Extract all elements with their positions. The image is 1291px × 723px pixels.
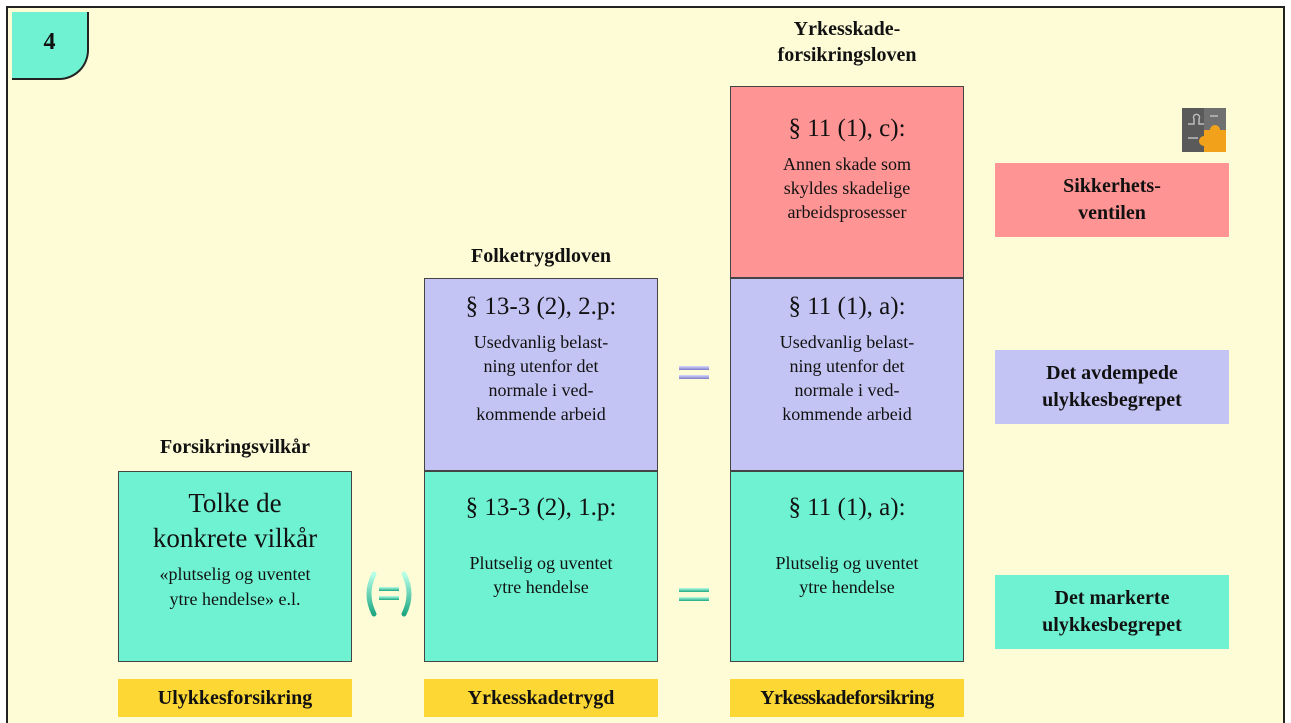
equals-icon: [679, 588, 709, 601]
box-yrkesskade-top: § 11 (1), c): Annen skade som skyldes sk…: [730, 86, 964, 278]
box-yrkesskade-middle: § 11 (1), a): Usedvanlig belast- ning ut…: [730, 278, 964, 471]
box-description: Plutselig og uventet ytre hendelse: [731, 552, 963, 600]
equals-icon: [679, 366, 709, 379]
heading-forsikringsvilkar: Forsikringsvilkår: [159, 436, 310, 458]
box-desc-line: «plutselig og uventet: [159, 564, 311, 585]
desc-line: ning utenfor det: [483, 355, 599, 376]
desc-line: ytre hendelse: [799, 576, 895, 597]
paragraph-ref: § 13-3 (2), 2.p:: [465, 293, 617, 320]
slide-number: 4: [43, 28, 56, 55]
box-title-line: Tolke de: [188, 488, 282, 518]
label-line: Sikkerhets-: [1063, 175, 1161, 198]
footer-label: Yrkesskadeforsikring: [760, 686, 934, 709]
box-description: Annen skade som skyldes skadelige arbeid…: [731, 153, 963, 225]
desc-line: kommende arbeid: [476, 403, 606, 424]
desc-line: Plutselig og uventet: [775, 553, 919, 573]
desc-line: normale i ved-: [488, 379, 594, 400]
desc-line: Annen skade som: [783, 154, 911, 174]
label-line: Det markerte: [1054, 587, 1170, 610]
footer-label: Ulykkesforsikring: [157, 686, 313, 709]
box-description: Usedvanlig belast- ning utenfor det norm…: [731, 331, 963, 427]
desc-line: Usedvanlig belast-: [779, 332, 915, 352]
footer-label: Yrkesskadetrygd: [467, 686, 615, 709]
label-line: ulykkesbegrepet: [1042, 614, 1182, 636]
box-folketrygd-lower: § 13-3 (2), 1.p: Plutselig og uventet yt…: [424, 471, 658, 662]
desc-line: arbeidsprosesser: [787, 201, 907, 222]
box-description: Plutselig og uventet ytre hendelse: [425, 552, 657, 600]
label-line: ulykkesbegrepet: [1042, 389, 1182, 411]
desc-line: Plutselig og uventet: [469, 553, 613, 573]
paragraph-ref: § 11 (1), a):: [788, 293, 906, 320]
box-desc-line: ytre hendelse» e.l.: [169, 589, 301, 610]
footer-ulykkesforsikring: Ulykkesforsikring: [118, 679, 352, 717]
desc-line: kommende arbeid: [782, 403, 912, 424]
box-folketrygd-upper: § 13-3 (2), 2.p: Usedvanlig belast- ning…: [424, 278, 658, 471]
paragraph-ref: § 11 (1), a):: [788, 494, 906, 521]
desc-line: normale i ved-: [794, 379, 900, 400]
box-description: Usedvanlig belast- ning utenfor det norm…: [425, 331, 657, 427]
box-title-line: konkrete vilkår: [152, 523, 318, 554]
heading-line: forsikringsloven: [777, 44, 917, 66]
footer-yrkesskadetrygd: Yrkesskadetrygd: [424, 679, 658, 717]
box-yrkesskade-bottom: § 11 (1), a): Plutselig og uventet ytre …: [730, 471, 964, 662]
heading-folketrygdloven: Folketrygdloven: [471, 245, 611, 267]
desc-line: ning utenfor det: [789, 355, 905, 376]
desc-line: Usedvanlig belast-: [473, 332, 609, 352]
heading-yrkesskadeforsikringsloven: Yrkesskade- forsikringsloven: [730, 16, 964, 68]
equals-in-parentheses-icon: [366, 571, 412, 617]
label-line: Det avdempede: [1046, 362, 1178, 385]
box-forsikringsvilkar: Tolke de konkrete vilkår «plutselig og u…: [118, 471, 352, 662]
desc-line: skyldes skadelige: [783, 177, 911, 198]
puzzle-icon: [1182, 108, 1226, 152]
label-markerte-ulykkesbegrepet: Det markerte ulykkesbegrepet: [995, 575, 1229, 649]
paragraph-ref: § 13-3 (2), 1.p:: [465, 494, 617, 521]
slide-number-badge: 4: [12, 12, 89, 80]
slide: 4 Forsikringsvilkår Folketrygdloven Yrke…: [6, 6, 1285, 723]
label-line: ventilen: [1078, 202, 1146, 224]
label-sikkerhetsventilen: Sikkerhets- ventilen: [995, 163, 1229, 237]
paragraph-ref: § 11 (1), c):: [788, 115, 906, 142]
desc-line: ytre hendelse: [493, 576, 589, 597]
label-avdempede-ulykkesbegrepet: Det avdempede ulykkesbegrepet: [995, 350, 1229, 424]
heading-line: Yrkesskade-: [793, 18, 901, 40]
footer-yrkesskadeforsikring: Yrkesskadeforsikring: [730, 679, 964, 717]
